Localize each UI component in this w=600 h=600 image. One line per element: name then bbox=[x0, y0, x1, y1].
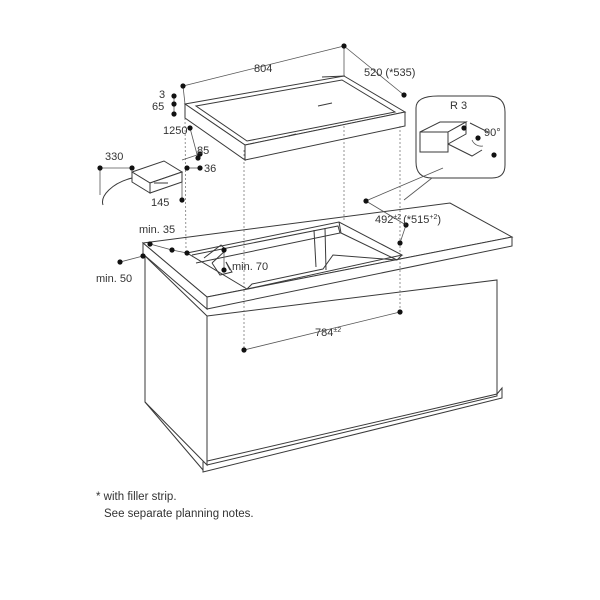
label-cutout-depth: 492±2(*515+2) bbox=[375, 214, 441, 226]
dimension-labels: 804 520 (*535) 3 65 1250 330 85 36 145 4… bbox=[96, 63, 501, 339]
label-min-50: min. 50 bbox=[96, 273, 132, 285]
dot bbox=[195, 155, 201, 161]
cabinet-side bbox=[144, 254, 208, 467]
edge-detail bbox=[415, 95, 506, 179]
control-box bbox=[102, 160, 184, 206]
label-cable-length: 1250 bbox=[163, 125, 187, 137]
label-angle: 90° bbox=[484, 127, 501, 139]
label-box-85: 85 bbox=[197, 145, 209, 157]
hob bbox=[183, 75, 407, 161]
hob-side-front bbox=[244, 111, 406, 161]
dot bbox=[184, 165, 190, 171]
dot bbox=[169, 247, 175, 253]
dot bbox=[401, 92, 407, 98]
label-box-330: 330 bbox=[105, 151, 123, 163]
label-min-35: min. 35 bbox=[139, 224, 175, 236]
dot bbox=[187, 125, 193, 131]
dot bbox=[171, 93, 177, 99]
label-top-depth: 520 (*535) bbox=[364, 67, 415, 79]
worktop-left-edge bbox=[142, 241, 208, 311]
dot bbox=[147, 241, 153, 247]
label-thickness-b: 65 bbox=[152, 101, 164, 113]
dot bbox=[140, 253, 146, 259]
dimension-lines bbox=[99, 45, 444, 351]
label-thickness-a: 3 bbox=[159, 89, 165, 101]
label-box-36: 36 bbox=[204, 163, 216, 175]
dot bbox=[403, 222, 409, 228]
dot bbox=[341, 43, 347, 49]
dot bbox=[397, 240, 403, 246]
dot bbox=[171, 111, 177, 117]
label-radius: R 3 bbox=[450, 100, 467, 112]
dot bbox=[197, 165, 203, 171]
cabinet bbox=[144, 254, 503, 473]
cabinet-front bbox=[206, 279, 498, 466]
label-box-145: 145 bbox=[151, 197, 169, 209]
dot bbox=[171, 101, 177, 107]
dimension-dots bbox=[97, 43, 497, 353]
dot bbox=[129, 165, 135, 171]
dot bbox=[475, 135, 481, 141]
label-top-width: 804 bbox=[254, 63, 272, 75]
dot bbox=[184, 250, 190, 256]
footnote-filler-strip: * with filler strip. bbox=[96, 491, 177, 503]
dot bbox=[363, 198, 369, 204]
dot bbox=[179, 197, 185, 203]
dot bbox=[97, 165, 103, 171]
dot bbox=[117, 259, 123, 265]
dot bbox=[397, 309, 403, 315]
dot bbox=[197, 151, 203, 157]
label-min-70: min. 70 bbox=[232, 261, 268, 273]
dot bbox=[241, 347, 247, 353]
dot bbox=[221, 267, 227, 273]
footnote-planning-notes: See separate planning notes. bbox=[104, 508, 254, 520]
dot bbox=[461, 125, 467, 131]
dot bbox=[221, 247, 227, 253]
footnotes: * with filler strip. See separate planni… bbox=[96, 489, 254, 523]
cabinet-plinth bbox=[202, 386, 503, 473]
label-cutout-width: 784±2 bbox=[315, 327, 341, 339]
detail-block-front bbox=[419, 131, 449, 153]
dot bbox=[180, 83, 186, 89]
dot bbox=[491, 152, 497, 158]
